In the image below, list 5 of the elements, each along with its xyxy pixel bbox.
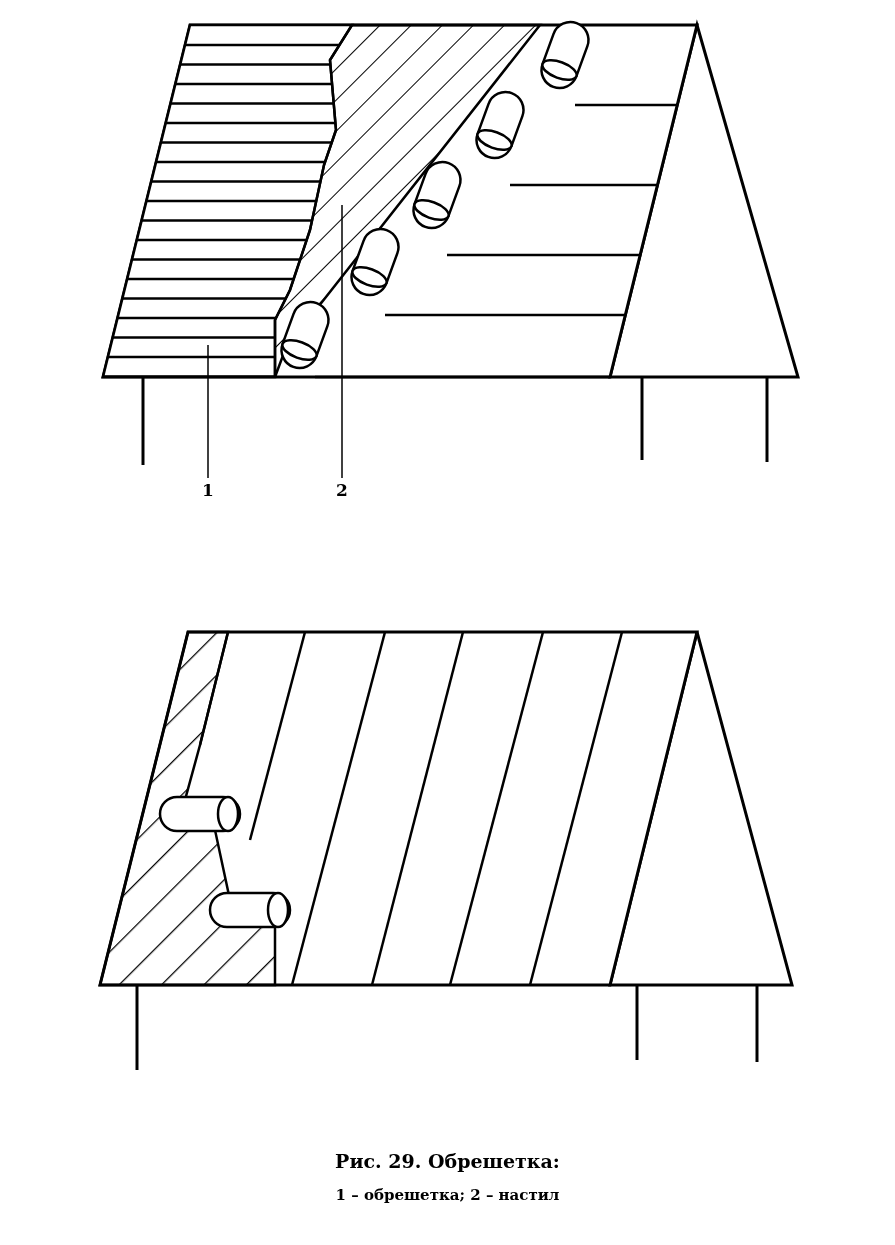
legend-note: 1 – обрешетка; 2 – настил [334,1186,561,1204]
leader-line [341,204,343,479]
leader-line [207,344,209,479]
figure-caption: Рис. 29. Обрешетка: [334,1150,561,1172]
decking-area [273,23,543,379]
